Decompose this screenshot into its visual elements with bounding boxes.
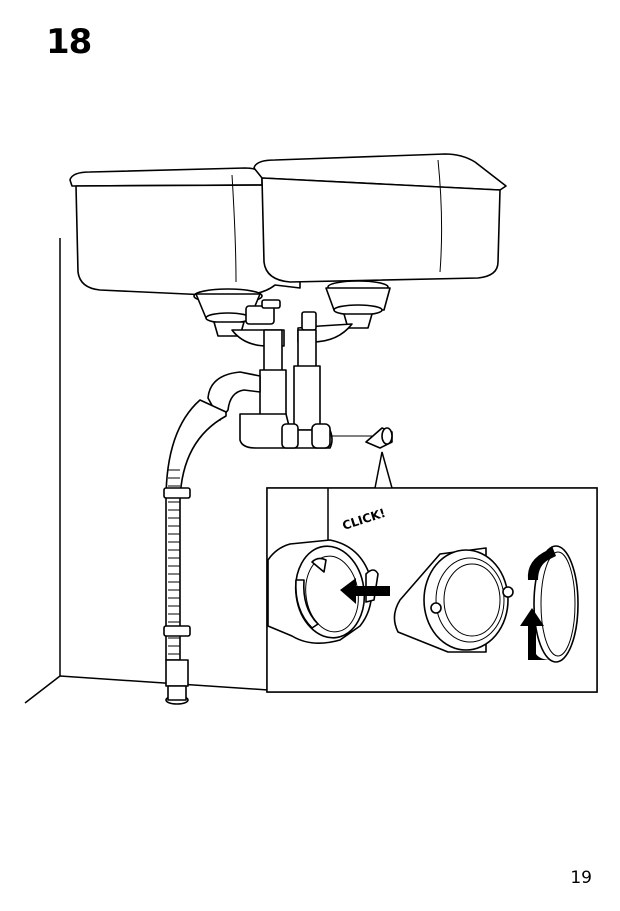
right-sink-basin	[253, 153, 507, 294]
left-drain	[195, 293, 285, 347]
wall-floor-lines	[24, 238, 269, 704]
detail-callout: CLICK!	[266, 451, 598, 693]
drain-pipes	[239, 329, 372, 449]
end-cap-small	[365, 427, 393, 449]
drain-hose	[163, 371, 261, 705]
page-number: 19	[570, 868, 592, 888]
step-number: 18	[46, 22, 92, 62]
